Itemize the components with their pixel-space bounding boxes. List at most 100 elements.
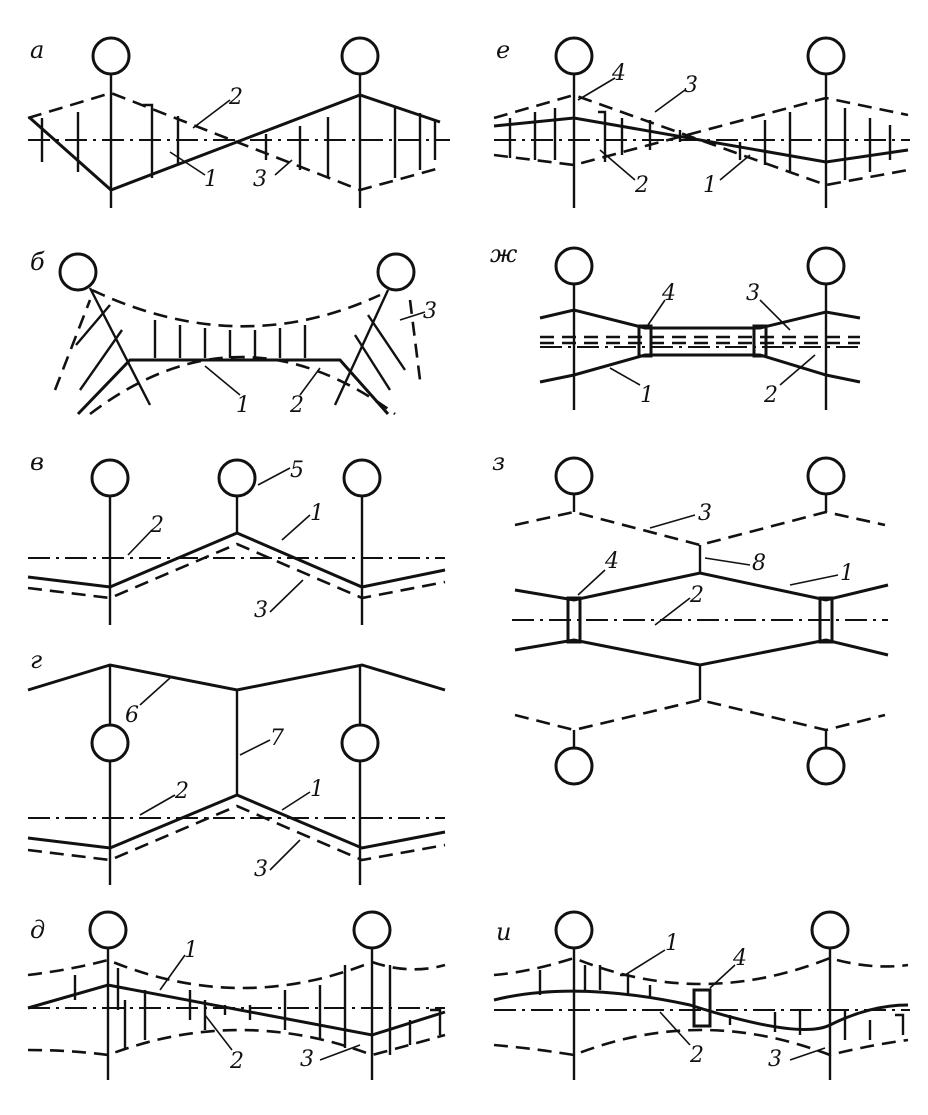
droppers — [73, 965, 442, 1055]
panel-letter: г — [30, 646, 42, 674]
wire-position — [27, 958, 446, 990]
catenary-cable-lower — [514, 698, 886, 732]
panel-letter: и — [496, 918, 511, 946]
callout-number: 3 — [768, 1047, 782, 1072]
contact-wire — [76, 358, 390, 416]
callout-number: 5 — [290, 458, 304, 483]
insulator — [818, 596, 834, 644]
callout-number: 1 — [640, 383, 654, 408]
pole — [217, 458, 257, 532]
callout-number: 2 — [289, 393, 304, 418]
contact-wire-upper — [539, 308, 861, 330]
wire-position-lower — [27, 1028, 446, 1057]
catenary-cable — [27, 663, 446, 692]
callout-number: 3 — [746, 281, 760, 306]
pole — [58, 252, 152, 406]
pole — [554, 36, 594, 208]
panel-letter: в — [30, 448, 44, 476]
droppers — [508, 108, 892, 180]
callout-number: 3 — [254, 598, 268, 623]
wire-position-lower — [89, 355, 396, 416]
pole — [554, 246, 594, 410]
wire-position — [493, 956, 909, 986]
panel-d: д 1 2 3 — [27, 910, 446, 1080]
wire-position — [27, 542, 446, 600]
callout-number: 6 — [125, 703, 139, 728]
insulator — [752, 324, 768, 358]
panel-a: а 2 1 3 — [27, 36, 450, 208]
pole — [806, 456, 846, 512]
callout-number: 2 — [149, 513, 164, 538]
pole — [352, 910, 392, 1080]
callout-number: 4 — [732, 946, 747, 971]
callout-number: 8 — [752, 551, 766, 576]
panel-i: и 1 4 2 3 — [493, 910, 910, 1080]
callout-number: 7 — [270, 726, 284, 751]
contact-wire — [493, 989, 909, 1031]
contact-wire-lower — [514, 638, 889, 667]
wire-position — [91, 288, 381, 328]
wire-position-side — [408, 299, 422, 381]
panel-v: в 5 2 1 3 — [27, 448, 446, 625]
pole — [333, 252, 416, 406]
panel-b: б 1 2 3 — [30, 248, 437, 418]
pole — [806, 36, 846, 208]
pole — [90, 665, 130, 885]
callout-number: 2 — [689, 1043, 704, 1068]
pole — [806, 730, 846, 786]
callout-number: 2 — [634, 173, 649, 198]
pole — [806, 246, 846, 410]
pole — [554, 730, 594, 786]
contact-wire — [27, 531, 446, 589]
pole — [88, 910, 128, 1080]
wire-position — [27, 91, 441, 192]
pole — [340, 665, 380, 885]
panel-letter: а — [30, 36, 44, 64]
panel-e: е 4 3 2 1 — [493, 36, 910, 208]
catenary-cable-upper — [514, 510, 886, 547]
callout-number: 4 — [661, 281, 676, 306]
callout-number: 1 — [840, 561, 854, 586]
panel-letter: д — [30, 916, 45, 944]
callout-number: 2 — [228, 85, 243, 110]
panel-letter: ж — [490, 240, 518, 268]
contact-wire — [27, 983, 446, 1037]
callout-number: 1 — [310, 501, 324, 526]
panel-g: г 6 7 2 1 3 — [27, 646, 446, 885]
callout-number: 1 — [184, 938, 198, 963]
contact-wire-upper — [514, 571, 889, 602]
callout-number: 4 — [611, 61, 626, 86]
pole — [340, 36, 380, 208]
insulator — [692, 988, 712, 1028]
wire-position-lower — [493, 1028, 909, 1057]
droppers — [75, 304, 406, 391]
callout-number: 3 — [684, 73, 698, 98]
callout-number: 3 — [698, 501, 712, 526]
callout-number: 2 — [689, 583, 704, 608]
panel-zh: ж 4 3 1 2 — [490, 240, 861, 410]
pole — [90, 458, 130, 625]
callout-number: 2 — [174, 779, 189, 804]
callout-number: 1 — [236, 393, 250, 418]
callout-number: 4 — [604, 549, 619, 574]
callout-number: 3 — [423, 299, 437, 324]
contact-wire — [27, 793, 446, 850]
panel-letter: з — [492, 448, 505, 476]
insulator — [566, 596, 582, 644]
pole — [554, 456, 594, 512]
panel-letter: е — [496, 36, 510, 64]
callout-number: 3 — [254, 857, 268, 882]
contact-wire-lower — [539, 353, 861, 384]
wire-position — [27, 804, 446, 862]
callout-number: 3 — [253, 167, 267, 192]
droppers — [538, 965, 905, 1040]
callout-number: 1 — [665, 931, 679, 956]
callout-number: 1 — [204, 167, 218, 192]
pole — [554, 910, 594, 1080]
insulator — [637, 324, 653, 358]
wire-position-side — [53, 299, 92, 391]
pole — [342, 458, 382, 625]
callout-number: 2 — [229, 1049, 244, 1074]
droppers — [40, 103, 437, 178]
